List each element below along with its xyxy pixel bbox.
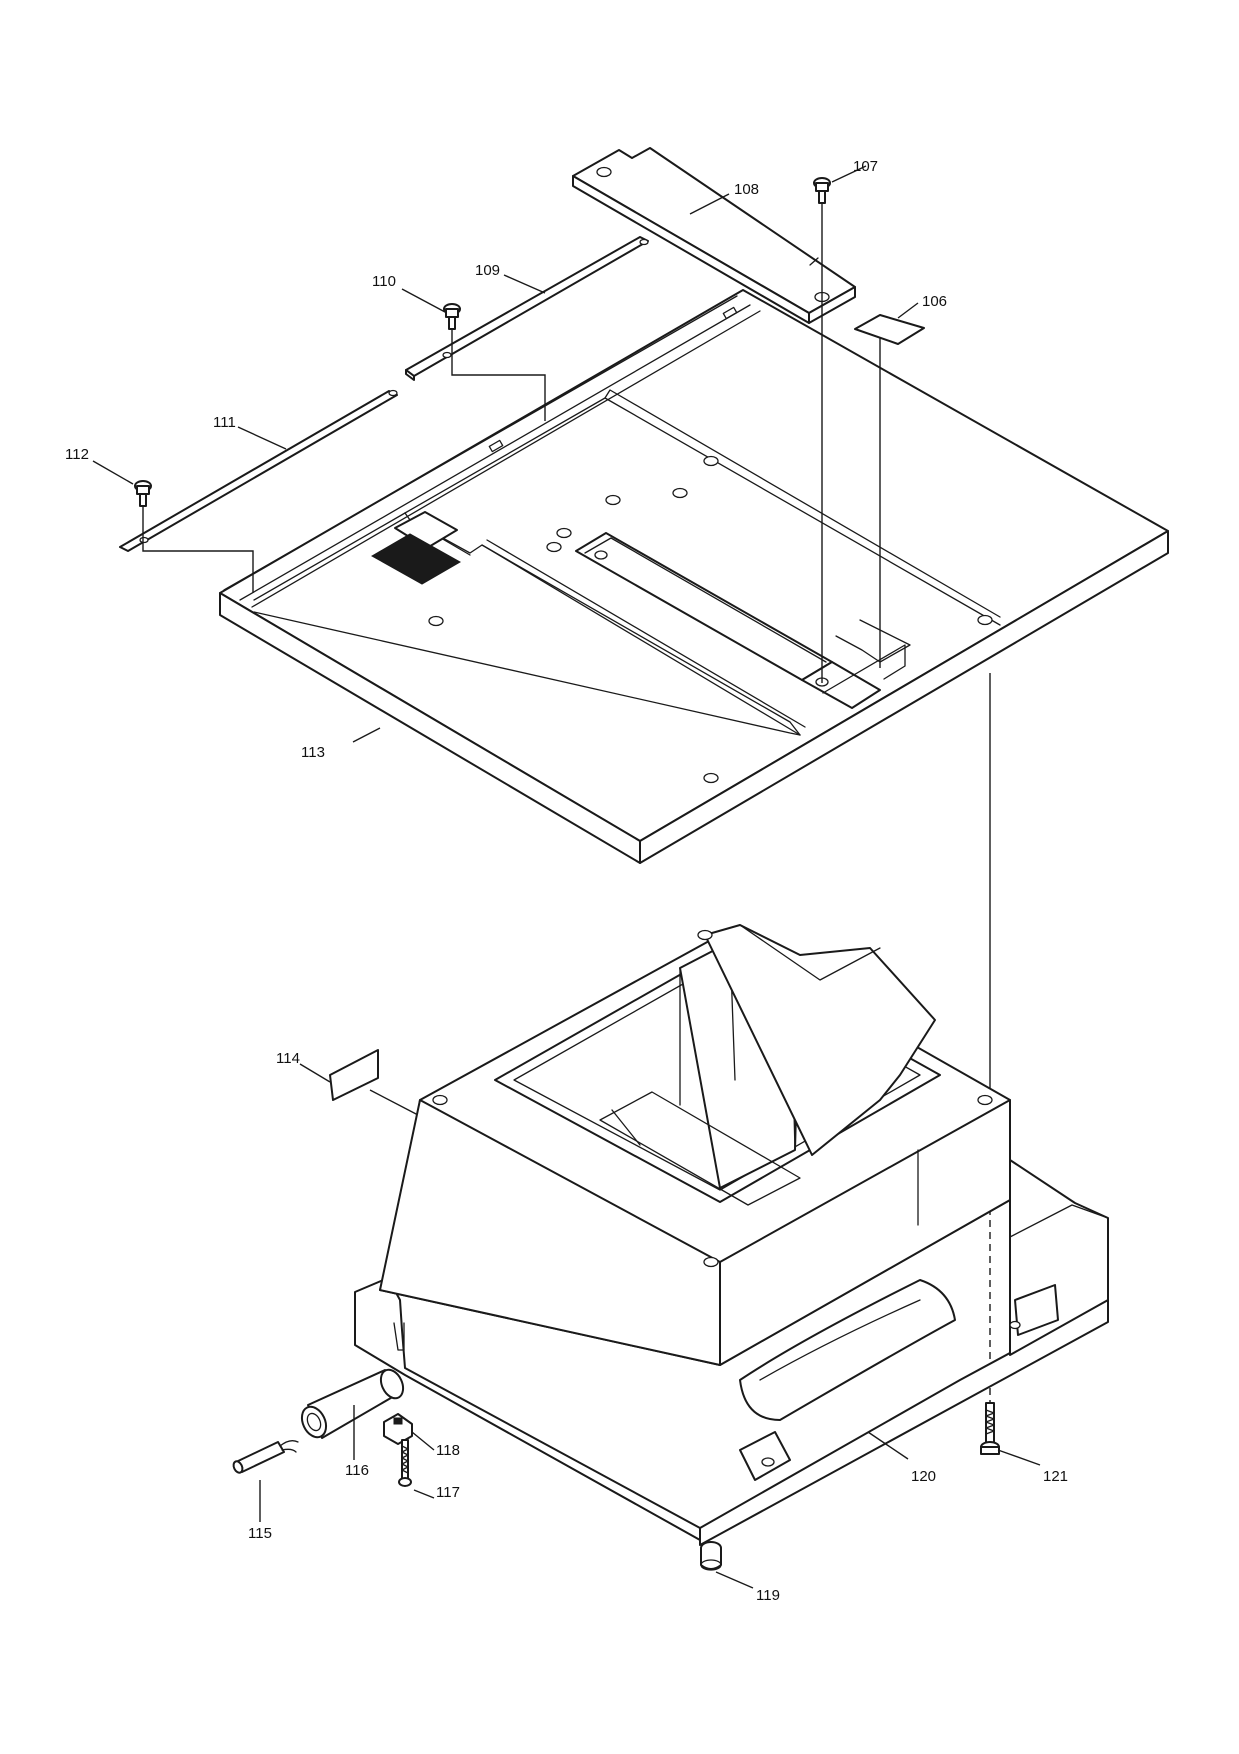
part-number-labels: 106 107 108 109 110 111 112 113 114 115 … <box>65 158 1068 1604</box>
base-120 <box>354 924 1109 1546</box>
part-label-114: 114 <box>276 1050 300 1067</box>
part-label-120: 120 <box>911 1468 936 1485</box>
bolt-121 <box>980 1402 1000 1455</box>
part-label-106: 106 <box>922 293 947 310</box>
part-label-113: 113 <box>301 744 325 761</box>
part-label-117: 117 <box>436 1484 460 1501</box>
strip-111 <box>119 389 398 552</box>
clip-118 <box>383 1413 413 1445</box>
part-label-108: 108 <box>734 181 759 198</box>
label-114 <box>329 1049 379 1101</box>
part-label-112: 112 <box>65 446 89 463</box>
table-top-113 <box>219 289 1169 864</box>
label-106 <box>854 314 925 345</box>
part-label-118: 118 <box>436 1442 460 1459</box>
part-label-121: 121 <box>1043 1468 1068 1485</box>
assembly-lines <box>142 203 991 1452</box>
strip-109 <box>405 236 649 381</box>
foot-119 <box>700 1541 722 1571</box>
screw-107 <box>813 177 831 204</box>
part-label-119: 119 <box>756 1587 780 1604</box>
plug-115 <box>232 1440 299 1474</box>
screw-117 <box>398 1439 412 1487</box>
hose-116 <box>300 1368 405 1439</box>
leader-lines <box>92 165 1041 1589</box>
screw-112 <box>134 480 152 507</box>
screw-110 <box>443 303 461 330</box>
plate-108 <box>572 147 856 324</box>
part-label-116: 116 <box>345 1462 369 1479</box>
part-label-107: 107 <box>853 158 878 175</box>
part-label-110: 110 <box>372 273 396 290</box>
part-label-115: 115 <box>248 1525 272 1542</box>
part-label-111: 111 <box>213 414 236 431</box>
part-label-109: 109 <box>475 262 500 279</box>
